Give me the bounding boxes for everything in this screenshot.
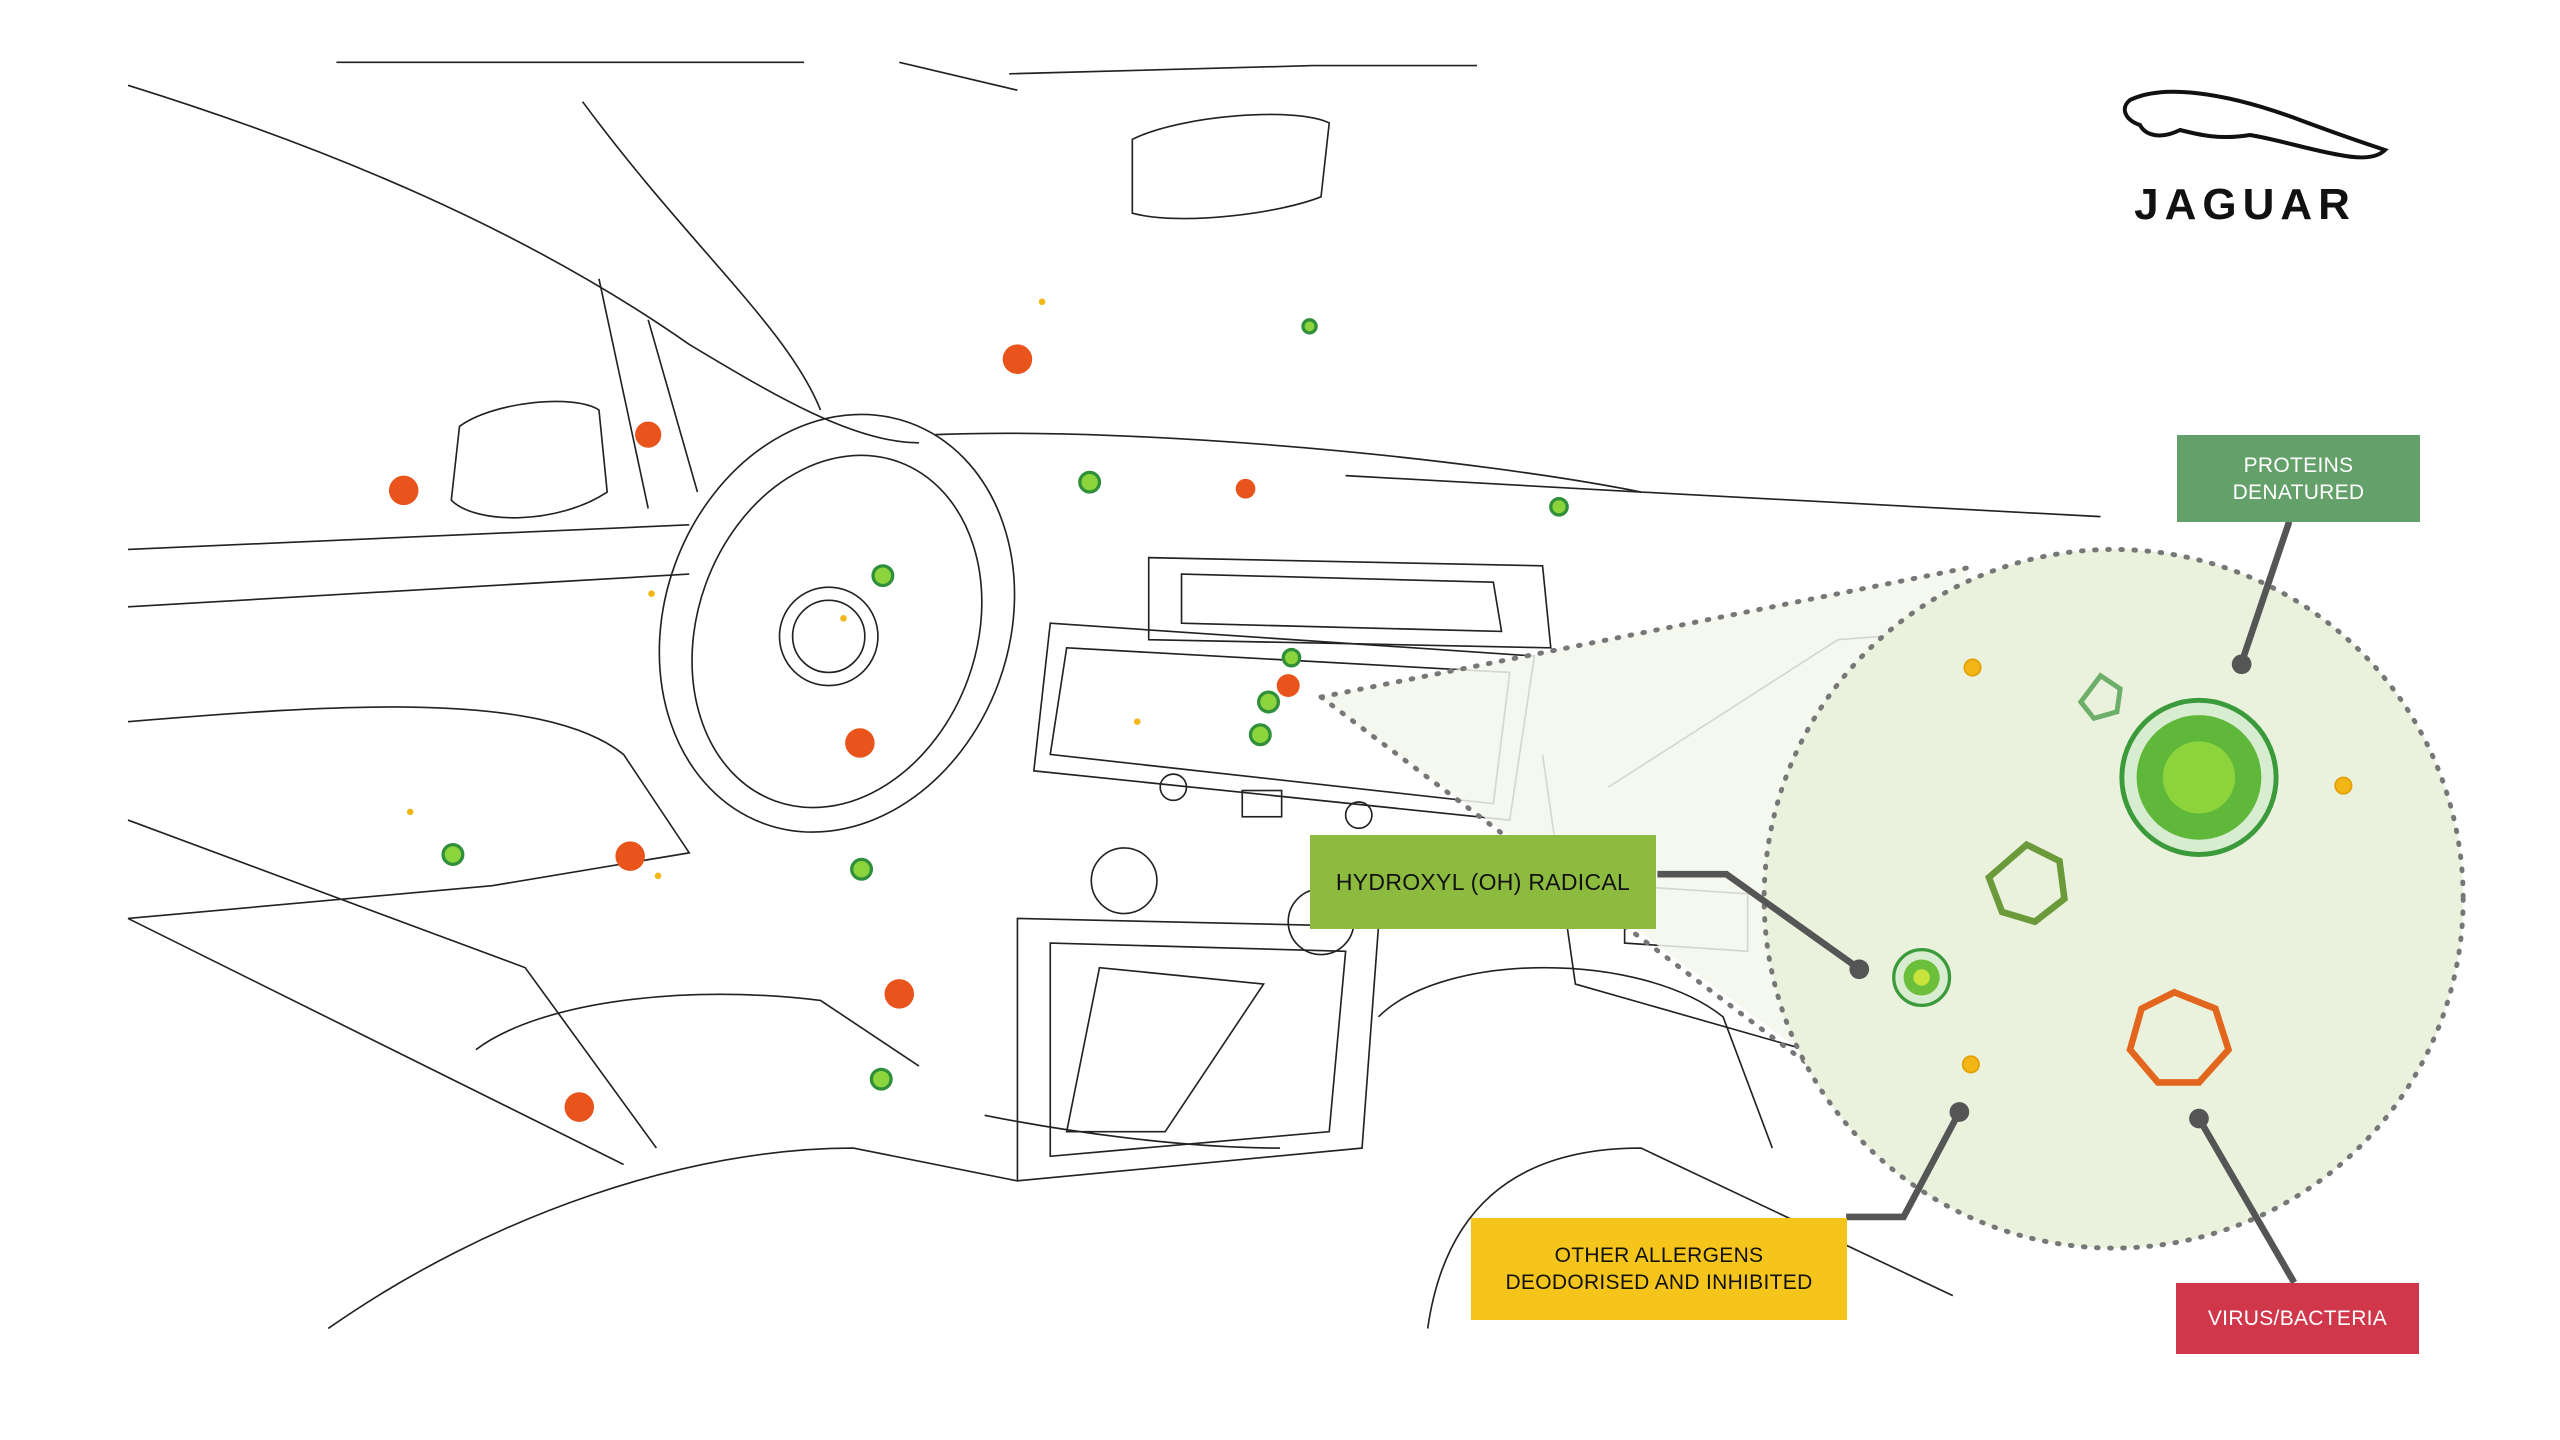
allergens-label-line2: DEODORISED AND INHIBITED [1505, 1271, 1813, 1294]
other-allergens-label: OTHER ALLERGENS DEODORISED AND INHIBITED [1471, 1218, 1847, 1320]
oh-particles [441, 318, 1569, 1091]
car-interior-lines [127, 61, 2101, 1330]
bacteria-particles [388, 344, 1300, 1122]
virus-denatured-icon [1985, 840, 2068, 926]
hydroxyl-label-text: HYDROXYL (OH) RADICAL [1335, 868, 1631, 895]
magnifier-circle [1761, 546, 2466, 1251]
proteins-denatured-label: PROTEINS DENATURED [2177, 435, 2420, 522]
leaping-jaguar-icon [2122, 89, 2389, 160]
virus-bacteria-label: VIRUS/BACTERIA [2176, 1283, 2419, 1354]
proteins-label-line2: DENATURED [2232, 480, 2365, 504]
allergens-label-line1: OTHER ALLERGENS [1554, 1244, 1764, 1267]
virus-label-text: VIRUS/BACTERIA [2207, 1307, 2388, 1330]
virus-icon [2126, 988, 2233, 1086]
proteins-label-line1: PROTEINS [2243, 453, 2354, 477]
small-virus-icon [2077, 672, 2123, 722]
jaguar-logo: JAGUAR [2100, 80, 2400, 229]
oh-radical-icon [1892, 947, 1952, 1008]
hydroxyl-radical-label: HYDROXYL (OH) RADICAL [1310, 835, 1656, 929]
brand-wordmark: JAGUAR [2134, 180, 2356, 229]
leader-lines [1657, 520, 2297, 1285]
allergen-particles [1961, 658, 2353, 1074]
protein-cell-icon [2119, 697, 2279, 857]
